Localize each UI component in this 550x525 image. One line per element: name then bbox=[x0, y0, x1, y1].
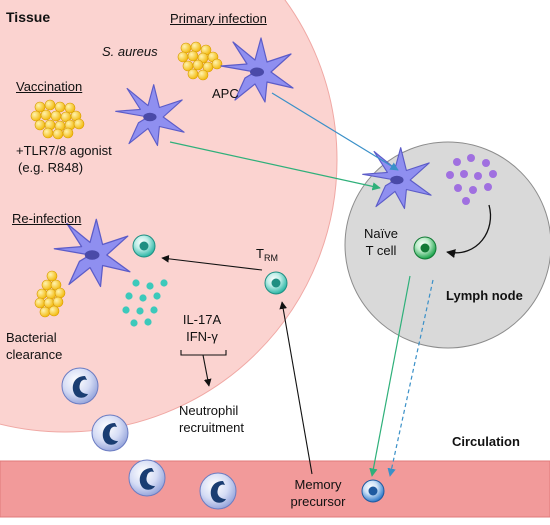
memory-t-cell-icon bbox=[361, 479, 385, 503]
trm-activation-arrow bbox=[161, 255, 263, 271]
t-cell-icon bbox=[264, 271, 288, 295]
neutrophil-icon bbox=[128, 459, 166, 497]
recruitment-to-tissue-arrow bbox=[279, 301, 313, 475]
bacteria-cluster-icon bbox=[34, 270, 66, 318]
t-cell-icon bbox=[132, 234, 156, 258]
clearance-label-line1: Bacterial bbox=[6, 330, 57, 345]
memory-label-line1: Memory bbox=[294, 477, 342, 492]
cytokine-label-line2: IFN-γ bbox=[186, 329, 218, 344]
antigen-dots-icon bbox=[446, 154, 497, 205]
bacteria-cluster-icon bbox=[177, 41, 223, 81]
lymph-to-circulation-dashed-arrow bbox=[387, 279, 434, 477]
tissue-label: Tissue bbox=[6, 9, 51, 25]
neutrophil-icon bbox=[199, 472, 237, 510]
bacteria-cluster-icon bbox=[30, 99, 85, 140]
vaccination-heading: Vaccination bbox=[16, 79, 83, 94]
cytokine-label-line1: IL-17A bbox=[182, 312, 222, 327]
primary-infection-heading: Primary infection bbox=[170, 11, 267, 26]
blood-vessel bbox=[0, 460, 550, 518]
agonist-label-line1: +TLR7/8 agonist bbox=[16, 143, 112, 158]
neutrophil-label-line2: recruitment bbox=[179, 420, 245, 435]
reinfection-heading: Re-infection bbox=[12, 211, 82, 226]
agonist-label-line2: (e.g. R848) bbox=[18, 160, 84, 175]
s-aureus-label: S. aureus bbox=[102, 44, 158, 59]
lymph-to-circulation-arrow bbox=[369, 275, 411, 477]
tissue-region bbox=[0, 0, 338, 433]
neutrophil-icon bbox=[91, 414, 129, 452]
apc-label: APC bbox=[212, 86, 239, 101]
vaccine-migration-arrow bbox=[169, 141, 381, 191]
memory-label-line2: precursor bbox=[290, 494, 346, 509]
trm-label-main: T bbox=[256, 246, 264, 261]
t-cell-icon bbox=[413, 236, 437, 260]
clearance-label-line2: clearance bbox=[6, 347, 63, 362]
cytokine-dots-icon bbox=[122, 279, 168, 327]
apc-migration-arrow bbox=[271, 92, 399, 171]
trm-label: TRM bbox=[256, 246, 278, 266]
neutrophil-recruitment-arrow bbox=[202, 354, 212, 387]
neutrophil-icon bbox=[61, 367, 99, 405]
naive-label-line2: T cell bbox=[365, 243, 397, 258]
circulation-label: Circulation bbox=[452, 434, 520, 449]
naive-label-line1: Naïve bbox=[364, 226, 398, 241]
trm-label-sub: RM bbox=[263, 253, 278, 263]
antigen-presentation-arrow bbox=[446, 204, 492, 259]
neutrophil-label-line1: Neutrophil bbox=[179, 403, 239, 418]
lymph-node-label: Lymph node bbox=[446, 288, 523, 303]
